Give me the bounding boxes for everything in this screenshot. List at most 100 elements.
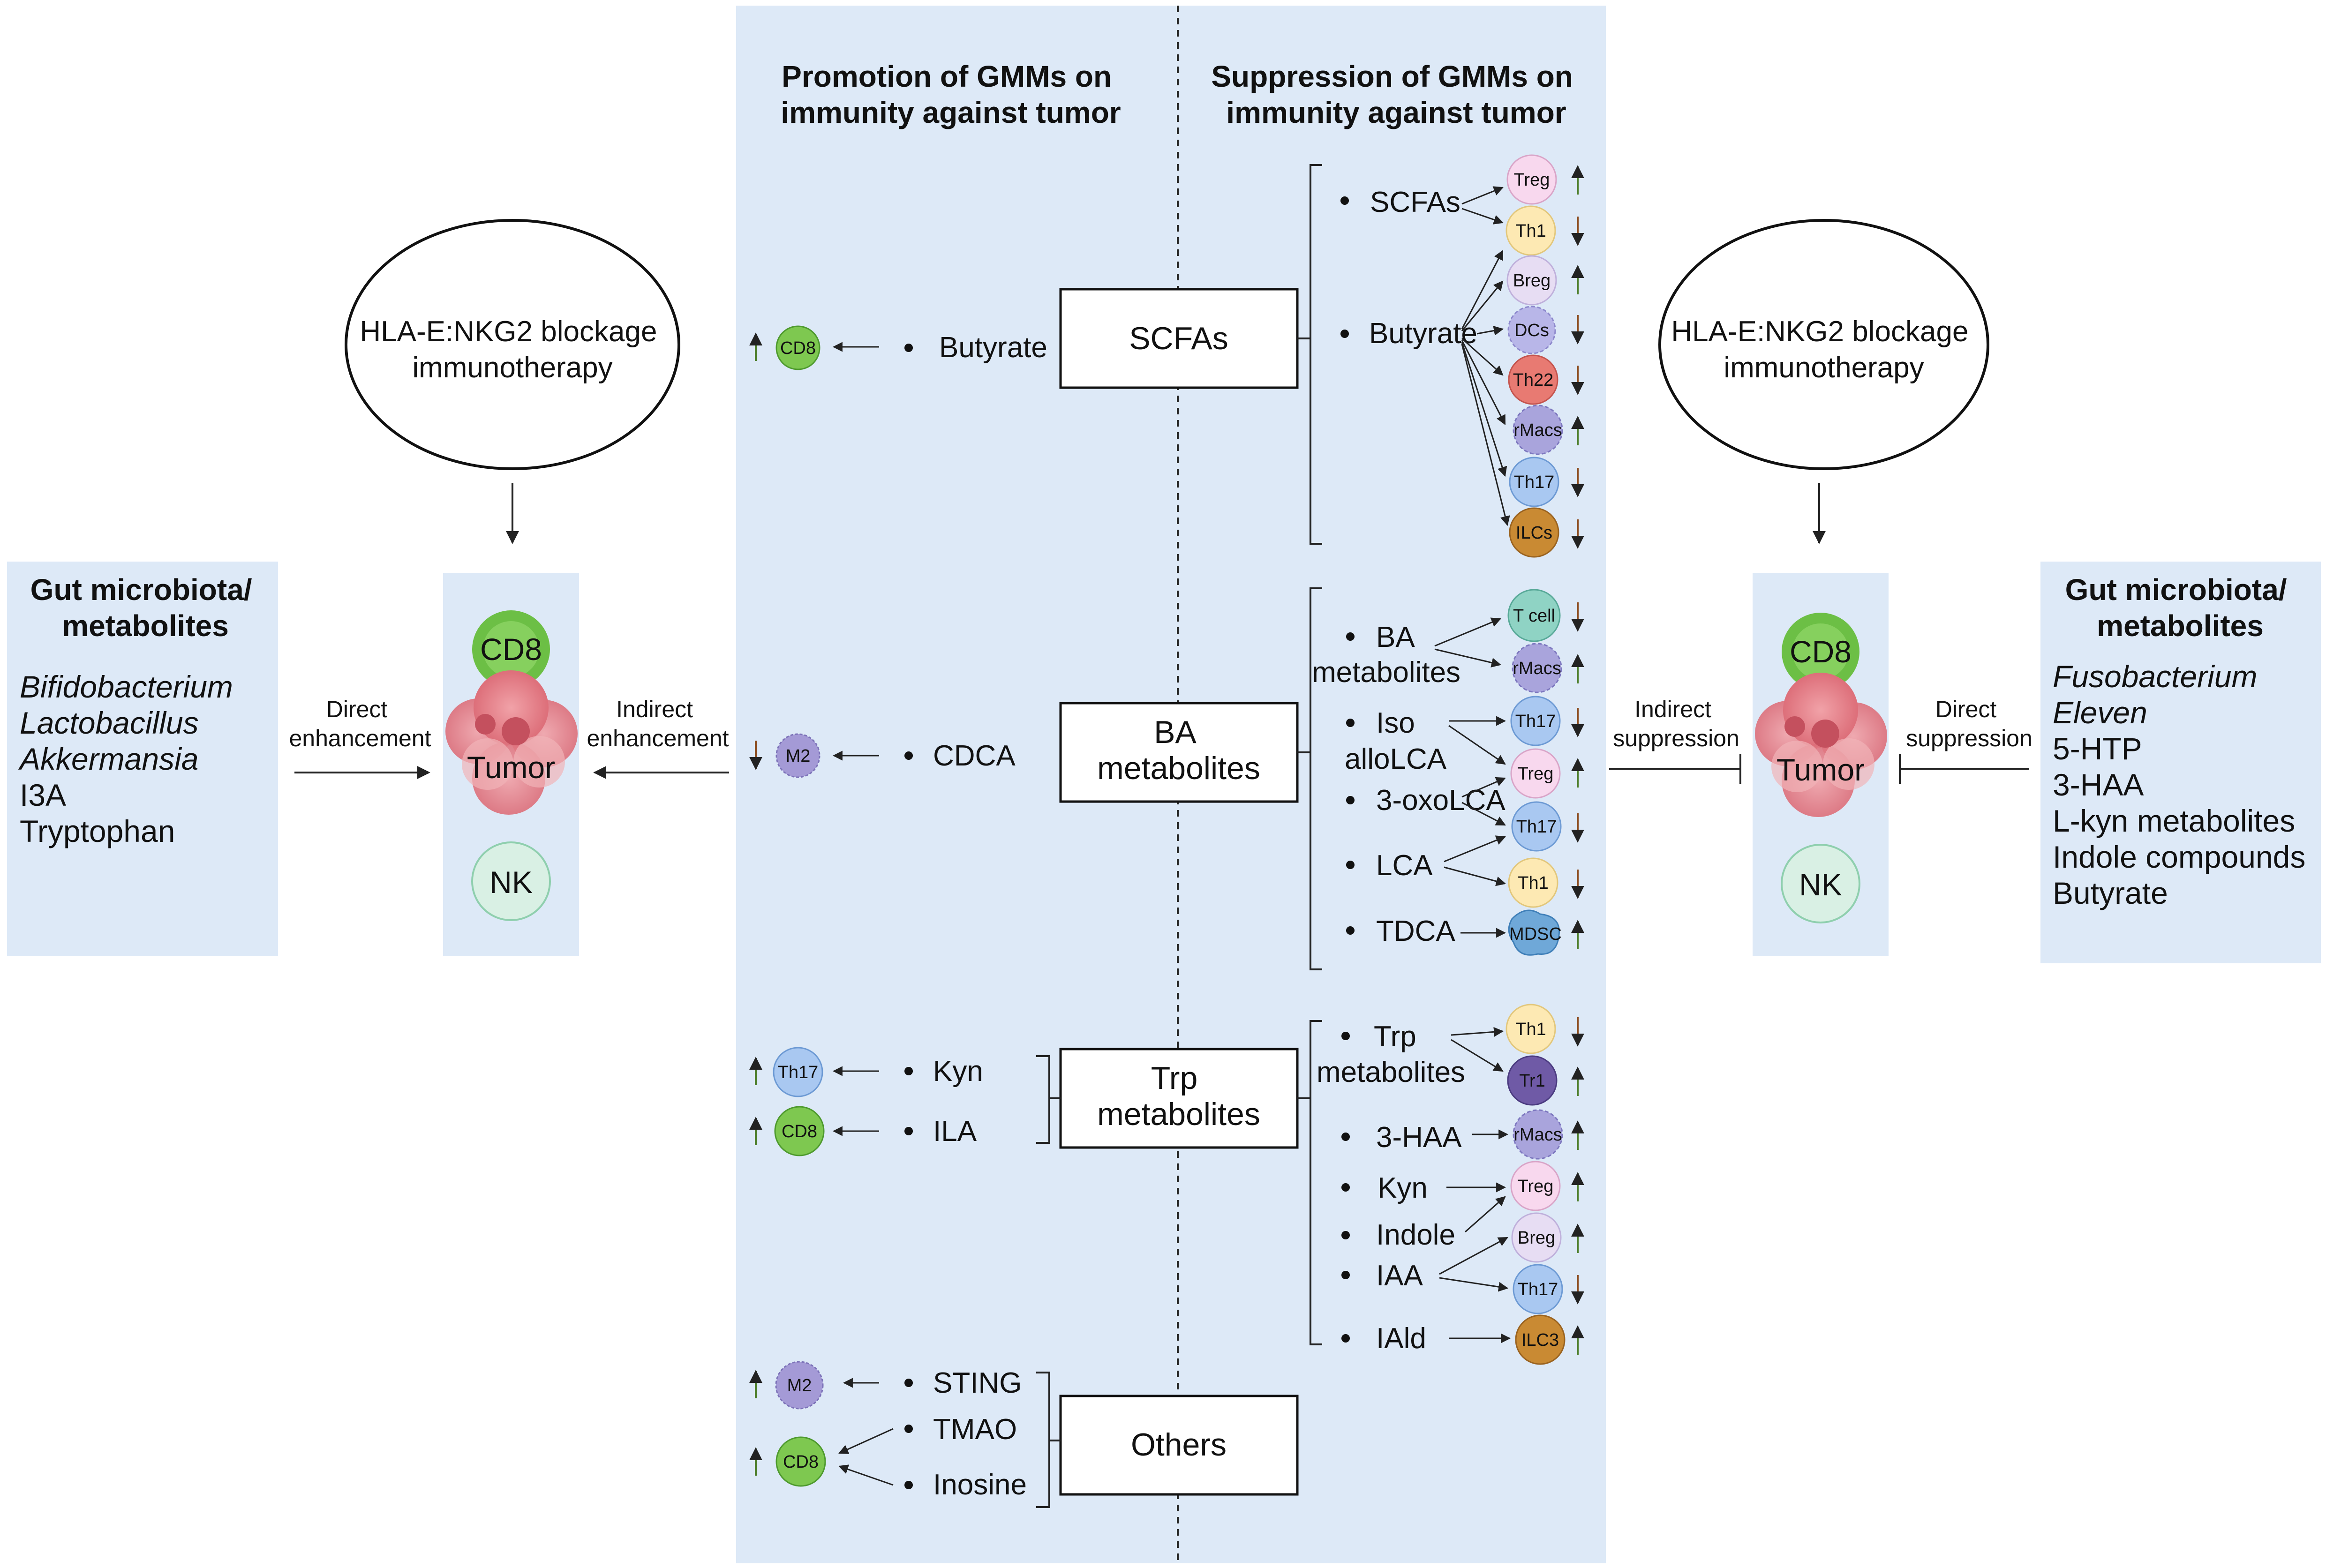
svg-text:Th17: Th17 [1515,712,1556,731]
left-cd8-label: CD8 [480,632,542,667]
svg-text:Treg: Treg [1514,170,1550,190]
supp-ba-cell-th1: Th1 [1508,857,1558,908]
supp-indole-label: Indole [1376,1219,1455,1251]
ba-supp-bracket [1297,587,1322,970]
promo-m2-cell [775,1361,824,1410]
promo-sting-label: STING [933,1367,1022,1399]
others-box: Others [1059,1395,1299,1496]
left-gut-item-2: Lactobacillus [20,705,199,740]
left-gut-item-1: Bifidobacterium [20,669,233,704]
promo-kyn-row: Kyn Th17 [749,1047,983,1097]
right-gut-item-6: Indole compounds [2053,840,2305,874]
left-gut-item-4: I3A [20,778,66,812]
supp-scfa-cell-ilcs: ILCs [1509,507,1559,558]
supp-ba-cell-rmacs: rMacs [1512,643,1562,693]
right-gut-item-3: 5-HTP [2053,731,2142,766]
right-gut-item-4: 3-HAA [2053,767,2144,802]
right-gut-item-7: Butyrate [2053,876,2168,910]
right-nk-cell: NK [1781,844,1860,923]
supp-trp-label: Trp metabolites [1317,1020,1465,1088]
left-tumor-label: Tumor [467,750,555,785]
supp-scfa-cell-dcs: DCs [1507,306,1556,354]
supp-scfa-cell-th1: Th1 [1506,205,1556,256]
supp-kyn-label: Kyn [1378,1172,1428,1204]
left-indirect-label: Indirect enhancement [587,696,729,751]
right-direct-label: Direct suppression [1906,696,2032,751]
supp-scfa-label: SCFAs [1370,186,1460,218]
supp-3oxolca-label: 3-oxoLCA [1376,784,1506,817]
trp-box: Trp metabolites [1059,1048,1299,1149]
supp-trp-cell-th1: Th1 [1506,1004,1556,1054]
promo-ila-label: ILA [933,1115,977,1148]
promo-butyrate-label: Butyrate [939,331,1047,364]
promo-butyrate-row: Butyrate CD8 [749,325,1047,370]
supp-iald-label: IAld [1376,1322,1426,1355]
promo-th17-cell [773,1047,823,1097]
left-nk-label: NK [489,865,533,900]
right-gut-item-1: Fusobacterium [2053,659,2258,694]
left-therapy-label: HLA-E:NKG2 blockage immunotherapy [360,315,665,384]
svg-text:Th1: Th1 [1518,873,1548,893]
promo-tmao-row: TMAO CD8 [749,1413,1017,1487]
supp-ba-cell-th17-a: Th17 [1510,696,1561,746]
left-tumor-cluster: Tumor [445,670,578,815]
svg-text:rMacs: rMacs [1513,659,1561,678]
supp-trp-cell-treg: Treg [1510,1161,1561,1211]
promo-tmao-label: TMAO [933,1413,1017,1446]
promo-cd8-cell [775,1436,826,1487]
left-gut-item-5: Tryptophan [20,814,175,848]
svg-text:M2: M2 [786,746,811,766]
right-tumor-cluster: Tumor [1755,673,1887,817]
svg-text:DCs: DCs [1514,321,1549,340]
promo-cd8-cell [774,1106,825,1156]
supp-scfa-cell-rmacs: rMacs [1513,405,1563,455]
promo-inosine-label: Inosine [933,1469,1027,1501]
svg-text:Th22: Th22 [1513,370,1554,390]
svg-text:Th17: Th17 [1516,817,1557,837]
left-cd8-cell: CD8 [472,610,550,688]
left-nk-cell: NK [471,841,551,921]
promo-cd8-cell [775,325,820,370]
svg-text:rMacs: rMacs [1513,420,1562,440]
scfa-box-label: SCFAs [1129,321,1228,356]
right-gut-title: Gut microbiota/ metabolites [2065,573,2296,643]
left-direct-label: Direct enhancement [289,696,431,751]
supp-trp-cell-th17: Th17 [1513,1264,1563,1314]
supp-trp-cell-rmacs: rMacs [1513,1109,1563,1160]
promo-kyn-label: Kyn [933,1055,983,1088]
svg-text:ILCs: ILCs [1516,523,1552,543]
supp-butyrate-label: Butyrate [1369,317,1477,350]
promo-m2-cell [775,733,820,778]
right-gut-panel [2040,562,2321,963]
promo-sting-row: STING M2 [749,1361,1022,1410]
right-gut-item-5: L-kyn metabolites [2053,803,2295,838]
supp-scfa-cell-th17: Th17 [1509,457,1559,507]
supp-iaa-label: IAA [1376,1260,1423,1292]
scfa-supp-bracket [1297,164,1322,545]
right-therapy-ellipse [1658,219,1989,470]
svg-text:Treg: Treg [1518,1177,1554,1196]
left-therapy-ellipse [345,219,680,470]
left-gut-title: Gut microbiota/ metabolites [30,573,261,643]
supp-tdca-label: TDCA [1376,915,1455,947]
promo-cdca-label: CDCA [933,740,1016,772]
right-indirect-label: Indirect suppression [1613,696,1739,751]
ba-box: BA metabolites [1059,702,1299,803]
supp-ba-cell-treg: Treg [1510,748,1561,799]
ba-box-label: BA metabolites [1097,714,1260,786]
svg-text:Th1: Th1 [1515,1020,1546,1039]
supp-scfa-cell-treg: Treg [1506,154,1557,205]
supp-scfa-cell-th22: Th22 [1508,354,1558,405]
right-cd8-cell: CD8 [1782,613,1859,690]
svg-text:Th17: Th17 [778,1063,819,1082]
svg-text:Th17: Th17 [1518,1280,1558,1299]
svg-text:T cell: T cell [1513,606,1555,626]
trp-supp-bracket [1297,1020,1322,1345]
svg-text:Th1: Th1 [1515,221,1546,241]
svg-text:ILC3: ILC3 [1521,1330,1559,1350]
right-nk-label: NK [1799,867,1842,902]
svg-text:CD8: CD8 [783,1452,819,1472]
supp-trp-cell-tr1: Tr1 [1507,1055,1558,1106]
others-promo-bracket [1036,1372,1061,1508]
